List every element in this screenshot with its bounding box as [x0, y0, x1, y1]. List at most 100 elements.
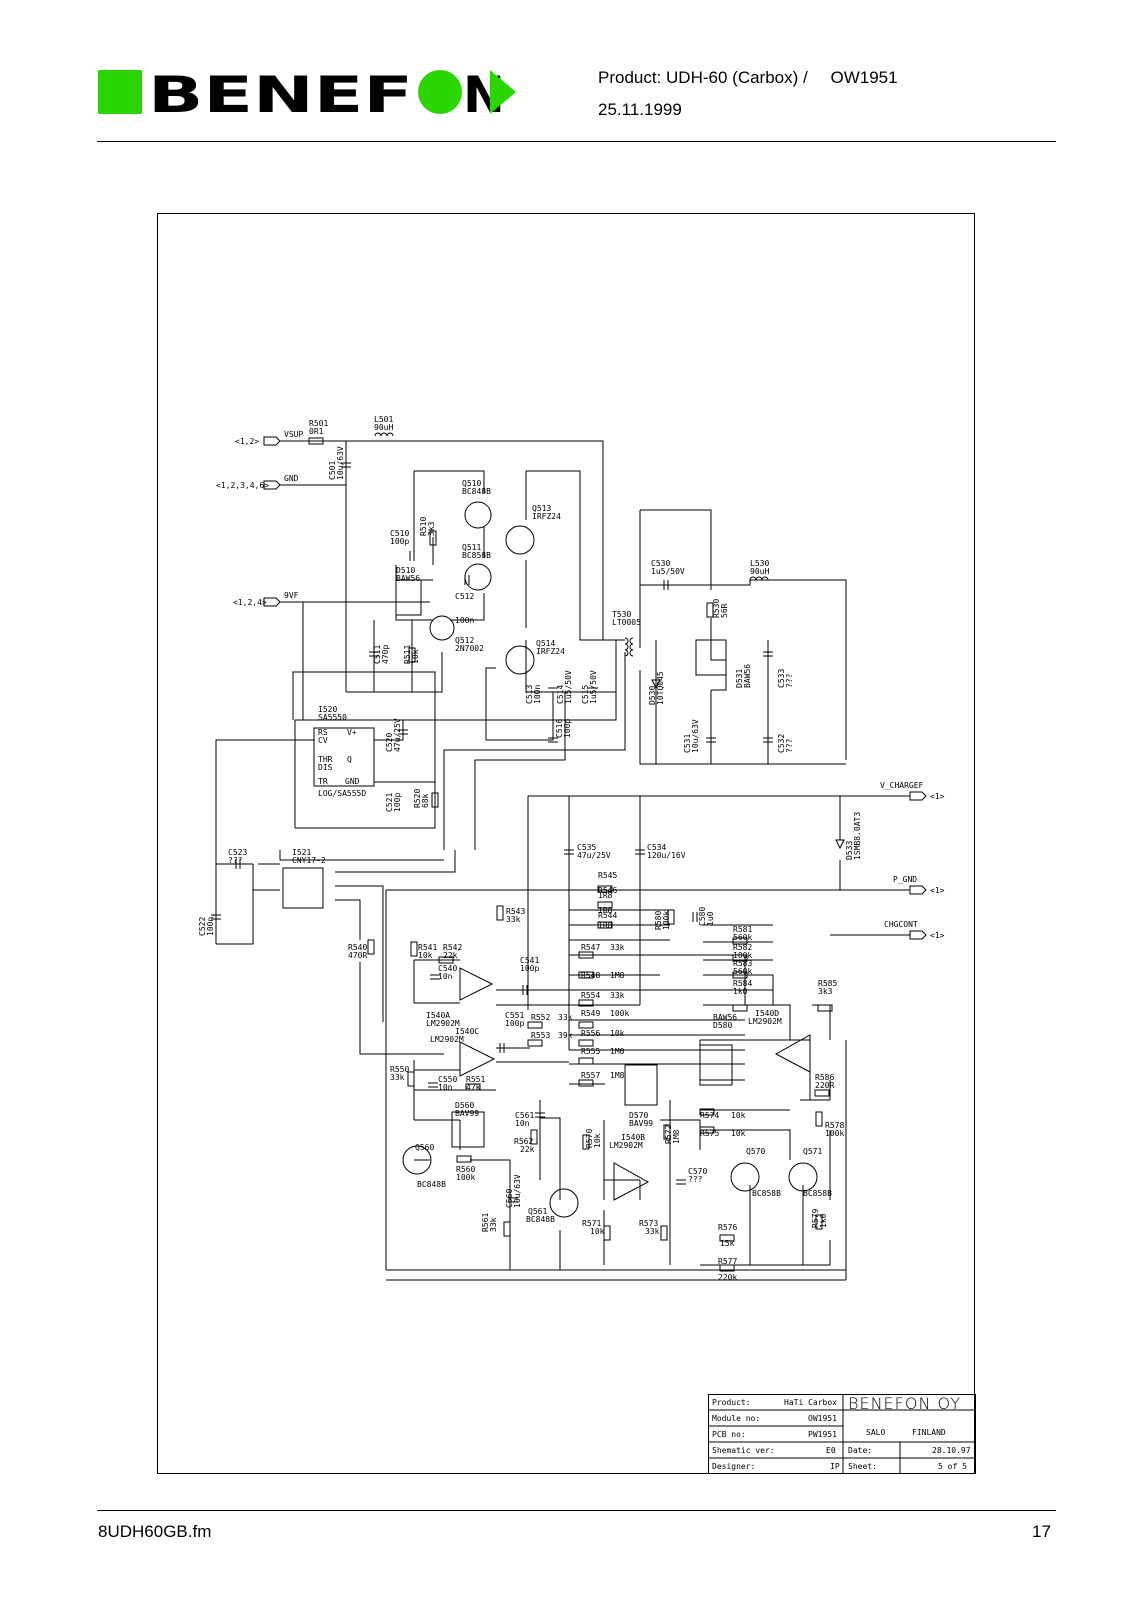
- component-label: 90uH: [374, 423, 393, 432]
- component-label: C534: [647, 843, 666, 852]
- symbols: [211, 432, 927, 1272]
- component-label: 10u/63V: [513, 1174, 522, 1208]
- component-label: D580: [713, 1021, 732, 1030]
- ic-555-pin-label: CV: [318, 736, 328, 745]
- component-label: Q512: [455, 636, 474, 645]
- footer-filename: 8UDH60GB.fm: [98, 1522, 212, 1541]
- port-vsup: [263, 436, 281, 446]
- component-label: D531: [735, 669, 744, 688]
- component-label: C560: [505, 1189, 514, 1208]
- header-date: 25.11.1999: [598, 100, 682, 119]
- port-9vf-label: 9VF: [284, 591, 299, 600]
- component-label: LM2902M: [426, 1019, 460, 1028]
- component-label: C532: [777, 734, 786, 753]
- component-label: R553: [531, 1031, 550, 1040]
- component-label: 100p: [390, 537, 409, 546]
- component-label: 90uH: [750, 567, 769, 576]
- component-label: 100k: [662, 911, 671, 930]
- component-label: C561: [515, 1111, 534, 1120]
- component-label: ???: [688, 1175, 703, 1184]
- port-gnd-ref: <1,2,3,4,6>: [216, 481, 269, 490]
- component-label: I540A: [426, 1011, 450, 1020]
- component-label: R548: [581, 971, 600, 980]
- component-label: C516: [555, 719, 564, 738]
- component-label: R543: [506, 907, 525, 916]
- component-label: 10k: [418, 951, 433, 960]
- component-label: R541: [418, 943, 437, 952]
- schematic-frame: [157, 213, 975, 1474]
- component-label: R574: [700, 1111, 719, 1120]
- component-label: Q511: [462, 543, 481, 552]
- tb-schematic-label: Shematic ver:: [712, 1446, 775, 1455]
- component-label: C510: [390, 529, 409, 538]
- component-label: 33k: [506, 915, 521, 924]
- opamp-i540d: [774, 1034, 811, 1073]
- component-label: 1SMB8.0AT3: [853, 812, 862, 860]
- component-label: 100k: [733, 951, 752, 960]
- logo-green-square: [98, 70, 142, 114]
- component-label: 220k: [718, 1273, 737, 1282]
- component-label: 39k: [558, 1031, 573, 1040]
- port-vcharge: [909, 791, 927, 801]
- tb-designer-label: Designer:: [712, 1462, 756, 1471]
- title-block-grid: [708, 1394, 976, 1474]
- component-label: LM2902M: [748, 1017, 782, 1026]
- component-label: I540C: [455, 1027, 479, 1036]
- component-label: D530: [648, 686, 657, 705]
- component-label: 560k: [733, 933, 752, 942]
- component-label: Q560: [415, 1143, 434, 1152]
- tb-date-label: Date:: [848, 1446, 873, 1455]
- tb-sheet: 5 of 5: [938, 1462, 967, 1471]
- component-label: 10k: [593, 1133, 602, 1148]
- component-label: BC848B: [526, 1215, 555, 1224]
- component-label: R582: [733, 943, 752, 952]
- component-label: 33k: [558, 1013, 573, 1022]
- header-product: Product: UDH-60 (Carbox) / OW1951: [598, 68, 898, 88]
- component-label: R520: [413, 789, 422, 808]
- component-label: 100n: [206, 917, 215, 936]
- component-label: Q513: [532, 504, 551, 513]
- port-vcharge-ref: <1>: [930, 792, 945, 801]
- component-label: R572: [664, 1125, 673, 1144]
- component-label: 15k: [720, 1239, 735, 1248]
- component-label: R557: [581, 1071, 600, 1080]
- header-rule: [97, 141, 1056, 142]
- component-label: 1M8: [610, 1071, 625, 1080]
- component-label: LT0005: [612, 618, 641, 627]
- logo-green-arrow: [490, 70, 516, 114]
- component-label: 1M8: [672, 1129, 681, 1144]
- tb-module: OW1951: [808, 1414, 837, 1423]
- component-labels: <1,2>VSUP<1,2,3,4,6>GND<1,2,4>9VFV_CHARG…: [198, 415, 945, 1282]
- component-label: CNY17-2: [292, 856, 326, 865]
- component-label: C531: [683, 734, 692, 753]
- port-9vf-ref: <1,2,4>: [233, 598, 267, 607]
- component-label: T530: [612, 610, 631, 619]
- component-label: 33k: [610, 991, 625, 1000]
- component-label: BC848B: [462, 487, 491, 496]
- component-label: 560k: [733, 967, 752, 976]
- component-label: 33k: [390, 1073, 405, 1082]
- logo-green-o: [418, 70, 462, 114]
- component-label: 10u/63V: [336, 446, 345, 480]
- component-label: I520: [318, 705, 337, 714]
- component-label: R578: [825, 1121, 844, 1130]
- component-label: D570: [629, 1111, 648, 1120]
- component-label: 47u/25V: [577, 851, 611, 860]
- component-label: C580: [698, 907, 707, 926]
- component-label: R511: [403, 645, 412, 664]
- component-label: BAV99: [455, 1109, 479, 1118]
- component-label: C501: [328, 461, 337, 480]
- component-label: 100p: [563, 719, 572, 738]
- component-label: C540: [438, 964, 457, 973]
- svg-text:BENEF: BENEF: [148, 67, 413, 117]
- tb-designer: IP: [830, 1462, 840, 1471]
- port-pgnd-ref: <1>: [930, 886, 945, 895]
- component-label: R555: [581, 1047, 600, 1056]
- component-label: L501: [374, 415, 393, 424]
- module-code: OW1951: [830, 68, 898, 87]
- component-label: 100k: [610, 1009, 629, 1018]
- component-label: 68k: [421, 793, 430, 808]
- component-label: 1u0: [706, 911, 715, 926]
- component-label: 56R: [720, 603, 729, 618]
